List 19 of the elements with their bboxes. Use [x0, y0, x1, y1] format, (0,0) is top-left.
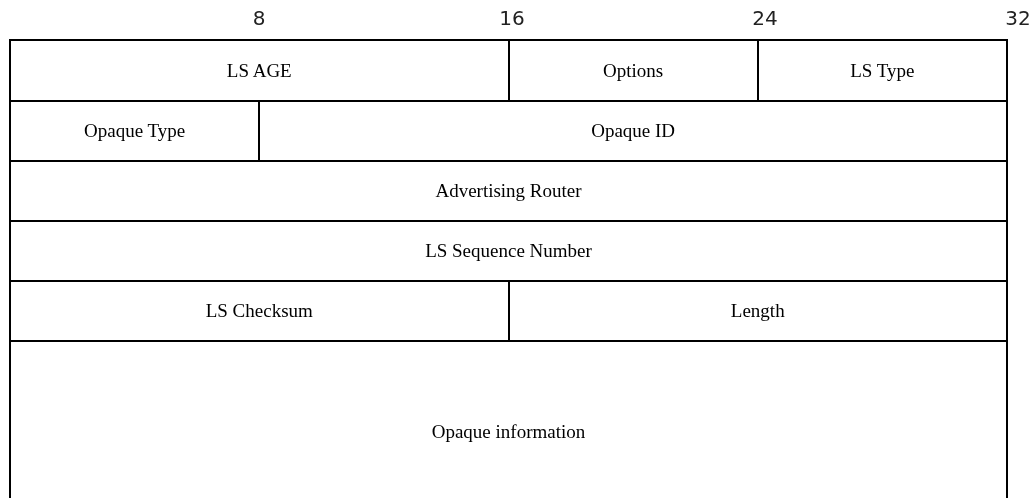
header-field	[9, 39, 510, 102]
field-name: LS Checksum	[205, 300, 313, 322]
field-name: LS AGE	[226, 59, 292, 82]
field-name: Options	[603, 59, 664, 82]
bit-offset-label: 24	[752, 6, 778, 30]
field-name: LS Type	[850, 59, 915, 82]
field-name: Opaque ID	[591, 120, 676, 142]
field-name: Advertising Router	[435, 180, 582, 202]
field-name: LS Sequence Number	[425, 240, 592, 262]
header-field	[9, 160, 1008, 222]
field-name: Opaque information	[431, 420, 586, 443]
header-field	[9, 340, 1008, 498]
header-field	[756, 39, 1008, 102]
field-name: Opaque Type	[84, 120, 186, 142]
header-field	[9, 220, 1008, 282]
bit-offset-label: 16	[499, 6, 525, 30]
bit-offset-label: 32	[1005, 6, 1031, 30]
bit-offset-label: 8	[252, 6, 266, 30]
field-name: Length	[730, 300, 785, 322]
